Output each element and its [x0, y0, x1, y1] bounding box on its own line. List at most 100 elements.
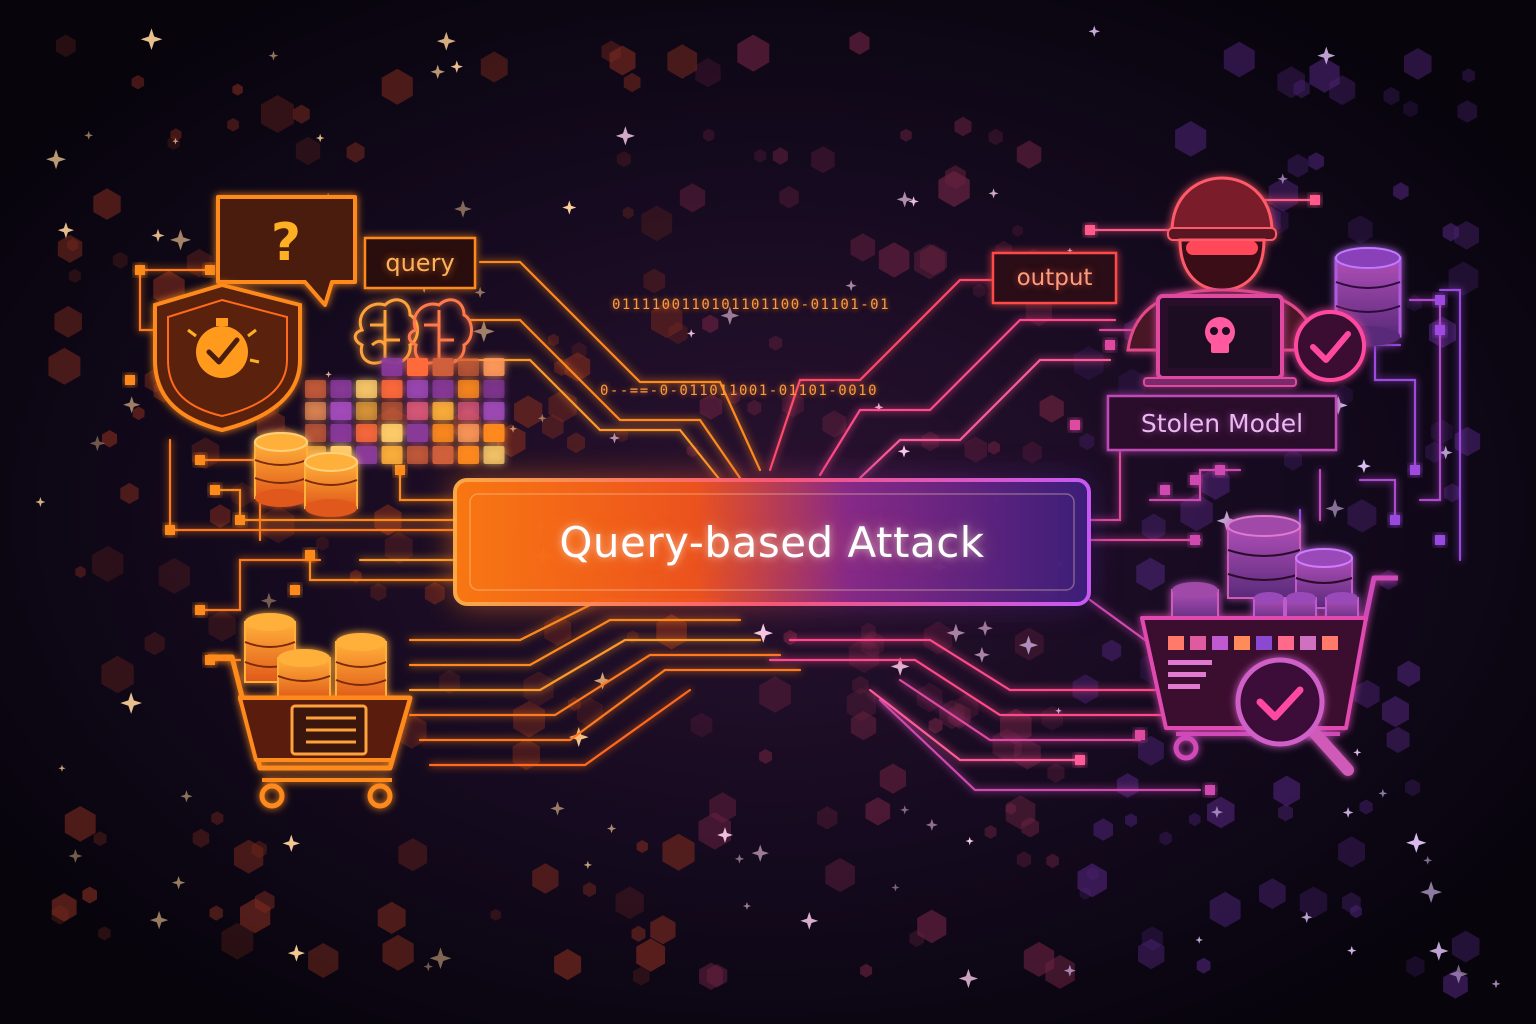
sparkle: [717, 827, 733, 843]
junction-node: [1215, 465, 1225, 475]
hexagon-particle: [158, 557, 190, 594]
sparkle: [35, 497, 46, 507]
junction-node: [1190, 535, 1200, 545]
grid-cell: [381, 402, 403, 420]
hexagon-particle: [616, 428, 628, 443]
grid-cell: [381, 424, 403, 442]
hexagon-particle: [1093, 818, 1113, 841]
hexagon-particle: [703, 128, 715, 142]
sparkle: [751, 844, 769, 862]
hexagon-particle: [261, 95, 294, 133]
sparkle: [1210, 806, 1224, 819]
sparkle: [687, 329, 696, 338]
hexagon-particle: [860, 630, 884, 658]
hexagon-particle: [57, 234, 83, 263]
sparkle: [925, 818, 938, 831]
cart-screen-block: [1278, 636, 1294, 650]
cart-screen-block: [1190, 636, 1206, 650]
hexagon-particle: [132, 406, 145, 421]
hexagon-particle: [662, 833, 695, 871]
sparkle: [1055, 707, 1062, 715]
magnifier-check-icon: [1235, 657, 1354, 776]
hexagon-particle: [227, 118, 239, 132]
sparkle: [474, 286, 486, 299]
hexagon-particle: [698, 812, 731, 850]
database-icon-left-top: [254, 432, 358, 517]
hexagon-particle: [233, 839, 264, 874]
hexagon-particle: [583, 882, 596, 898]
sparkle: [84, 130, 94, 140]
hexagon-particle: [571, 341, 587, 360]
hexagon-particle: [102, 430, 118, 448]
hexagon-particle: [251, 840, 267, 859]
hexagon-particle: [1118, 368, 1146, 401]
hexagon-particle: [554, 358, 569, 376]
hexagon-particle: [1293, 79, 1310, 99]
cart-screen-line: [1168, 684, 1200, 689]
hexagon-particle: [650, 915, 676, 945]
hexagon-particle: [1079, 433, 1095, 451]
hexagon-particle: [921, 431, 939, 452]
sparkle: [325, 370, 332, 378]
hexagon-particle: [879, 763, 906, 794]
sparkle: [1378, 788, 1388, 798]
junction-node: [395, 465, 405, 475]
sparkle: [742, 901, 752, 911]
sparkle: [537, 413, 547, 423]
sparkle: [450, 60, 464, 73]
sparkle: [180, 790, 193, 803]
sparkle: [1317, 46, 1336, 65]
hexagon-particle: [702, 314, 719, 334]
junction-node: [1435, 325, 1445, 335]
hexagon-particle: [1397, 660, 1421, 687]
sparkle: [753, 623, 774, 643]
hexagon-particle: [93, 188, 121, 220]
hexagon-particle: [192, 828, 210, 848]
hexagon-particle: [1159, 831, 1172, 846]
hexagon-particle: [208, 610, 236, 642]
sparkle: [977, 620, 993, 636]
hexagon-particle: [1021, 817, 1039, 838]
sparkle: [615, 126, 635, 146]
hexagon-particle: [1000, 708, 1032, 745]
hexagon-particle: [862, 634, 877, 651]
hexagon-particle: [616, 151, 631, 168]
hexagon-particle: [1259, 878, 1286, 909]
sparkle: [423, 961, 434, 972]
hexagon-particle: [1175, 121, 1207, 157]
hexagon-particle: [852, 675, 869, 695]
junction-node: [205, 655, 215, 665]
grid-cell: [458, 358, 479, 376]
output-tag-box: [991, 251, 1118, 305]
grid-cell: [407, 358, 428, 376]
hexagon-particle: [667, 44, 698, 79]
attack-hub: [453, 478, 1091, 606]
hexagon-particle: [992, 728, 1022, 762]
sparkle: [1088, 25, 1101, 38]
hexagon-particle: [1223, 41, 1255, 78]
hexagon-particle: [817, 806, 838, 830]
hexagon-particle: [56, 34, 76, 58]
grid-cell: [381, 446, 403, 464]
hexagon-particle: [1209, 891, 1241, 928]
hexagon-particle: [1383, 86, 1400, 106]
grid-cell: [407, 446, 428, 464]
hexagon-particle: [1278, 804, 1293, 822]
hexagon-particle: [567, 432, 585, 454]
sparkle: [57, 222, 74, 239]
hexagon-particle: [1354, 679, 1380, 709]
junction-node: [1135, 730, 1145, 740]
sparkle: [1347, 945, 1357, 956]
hexagon-particle: [370, 582, 387, 602]
grid-cell: [483, 424, 505, 442]
grid-cell: [458, 380, 479, 398]
hexagon-particle: [144, 631, 165, 656]
hexagon-particle: [811, 146, 835, 174]
hexagon-particle: [293, 104, 310, 124]
grid-cell: [381, 380, 403, 398]
grid-cell: [432, 424, 454, 442]
hexagon-particle: [232, 83, 243, 96]
hexagon-particle: [865, 797, 891, 826]
hexagon-particle: [679, 183, 706, 213]
